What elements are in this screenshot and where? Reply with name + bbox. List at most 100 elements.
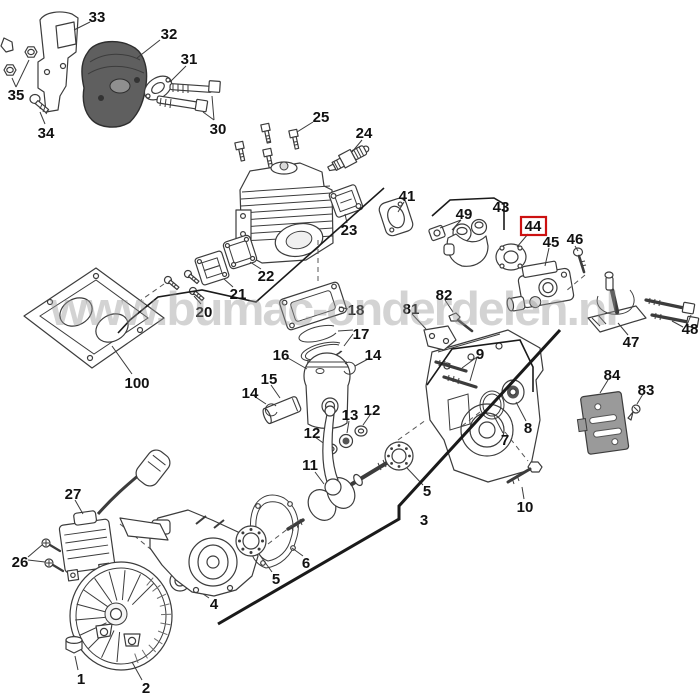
part-label-34: 34	[38, 125, 55, 142]
highlight-box-44	[519, 215, 548, 237]
screw-46	[565, 245, 587, 292]
screw-83	[627, 393, 644, 421]
circlips-14	[253, 358, 369, 417]
spark-plug-24	[327, 145, 370, 172]
bolts-48	[644, 297, 700, 329]
part-label-33: 33	[89, 9, 106, 26]
part-label-5b: 5	[272, 571, 280, 588]
bolts-30	[156, 80, 221, 121]
bolt-10	[504, 431, 543, 500]
part-label-12a: 12	[304, 425, 321, 442]
leader-24	[351, 139, 363, 153]
ignition-coil-27	[58, 449, 177, 582]
part-label-13: 13	[342, 407, 359, 424]
part-label-9: 9	[476, 346, 484, 363]
wrist-pin-15	[262, 396, 302, 425]
plate-100	[23, 267, 165, 375]
part-label-15: 15	[261, 371, 278, 388]
part-label-46: 46	[567, 231, 584, 248]
part-label-10: 10	[517, 499, 534, 516]
part-label-16: 16	[273, 347, 290, 364]
gasket-44	[495, 233, 529, 271]
part-label-47: 47	[623, 334, 640, 351]
nuts-35	[0, 37, 38, 88]
flywheel-2	[69, 561, 173, 681]
part-label-1: 1	[77, 671, 85, 688]
part-label-18: 18	[348, 302, 365, 319]
gasket-18	[279, 281, 347, 331]
part-label-8: 8	[524, 420, 532, 437]
crankcase-left	[119, 509, 259, 597]
nut-1	[65, 635, 83, 671]
part-label-81: 81	[403, 301, 420, 318]
leader-84	[599, 379, 609, 394]
part-label-14b: 14	[365, 347, 382, 364]
part-label-27: 27	[65, 486, 82, 503]
gasket-22	[222, 234, 258, 270]
part-label-23: 23	[341, 222, 358, 239]
screw-34	[29, 93, 50, 125]
gasket-41	[378, 197, 414, 237]
leader-45	[544, 247, 550, 267]
part-label-45: 45	[543, 234, 560, 251]
studs-9	[434, 356, 478, 389]
leader-41	[397, 201, 405, 213]
bracket-47	[587, 271, 647, 336]
part-label-4: 4	[210, 596, 219, 613]
bracket-pump-group	[426, 339, 534, 392]
plate-23	[328, 184, 364, 218]
crankshaft-11	[286, 405, 392, 532]
guide-plate-84	[576, 391, 630, 455]
bearing-5-right	[384, 419, 427, 486]
bracket-group-3	[217, 328, 562, 626]
part-label-25: 25	[313, 109, 330, 126]
part-label-83: 83	[638, 382, 655, 399]
part-label-20: 20	[196, 304, 213, 321]
plate-21	[194, 250, 230, 286]
bracket-cylinder-group	[117, 187, 385, 334]
part-label-43: 43	[493, 199, 510, 216]
part-label-32: 32	[161, 26, 178, 43]
leader-22	[249, 261, 262, 270]
muffler-32	[81, 39, 161, 128]
part-label-84: 84	[604, 367, 621, 384]
bracket-33	[37, 11, 91, 113]
part-label-14a: 14	[242, 385, 259, 402]
part-label-35: 35	[8, 87, 25, 104]
part-label-49: 49	[456, 206, 473, 223]
leader-21	[223, 278, 234, 288]
part-label-26: 26	[12, 554, 29, 571]
part-label-7: 7	[501, 432, 509, 449]
part-label-17: 17	[353, 326, 370, 343]
part-label-2: 2	[142, 680, 150, 697]
gasket-31	[143, 65, 187, 101]
part-label-82: 82	[436, 287, 453, 304]
part-label-100: 100	[124, 375, 149, 392]
part-label-3: 3	[420, 512, 428, 529]
carburetor-45	[506, 260, 575, 312]
part-label-48: 48	[682, 321, 699, 338]
bracket-43	[431, 197, 505, 230]
part-label-24: 24	[356, 125, 373, 142]
part-label-12b: 12	[364, 402, 381, 419]
bearing-5-left	[235, 525, 273, 573]
part-label-31: 31	[181, 51, 198, 68]
lever-81-bolt-82	[411, 299, 474, 351]
part-label-30: 30	[210, 121, 227, 138]
cylinder-block	[235, 161, 334, 264]
screws-26	[27, 538, 65, 573]
leader-18	[338, 306, 349, 310]
leader-15	[270, 384, 281, 399]
screws-20	[123, 269, 205, 313]
part-labels: 33 32 31 30 35 34 25 24 23 22 21 20 41 4…	[8, 9, 699, 697]
part-label-44: 44	[525, 218, 542, 235]
screws-25	[234, 121, 314, 169]
air-box-49	[428, 218, 489, 267]
part-label-21: 21	[230, 286, 247, 303]
part-label-5a: 5	[423, 483, 431, 500]
part-label-22: 22	[258, 268, 275, 285]
part-label-41: 41	[399, 188, 416, 205]
part-label-6: 6	[302, 555, 310, 572]
